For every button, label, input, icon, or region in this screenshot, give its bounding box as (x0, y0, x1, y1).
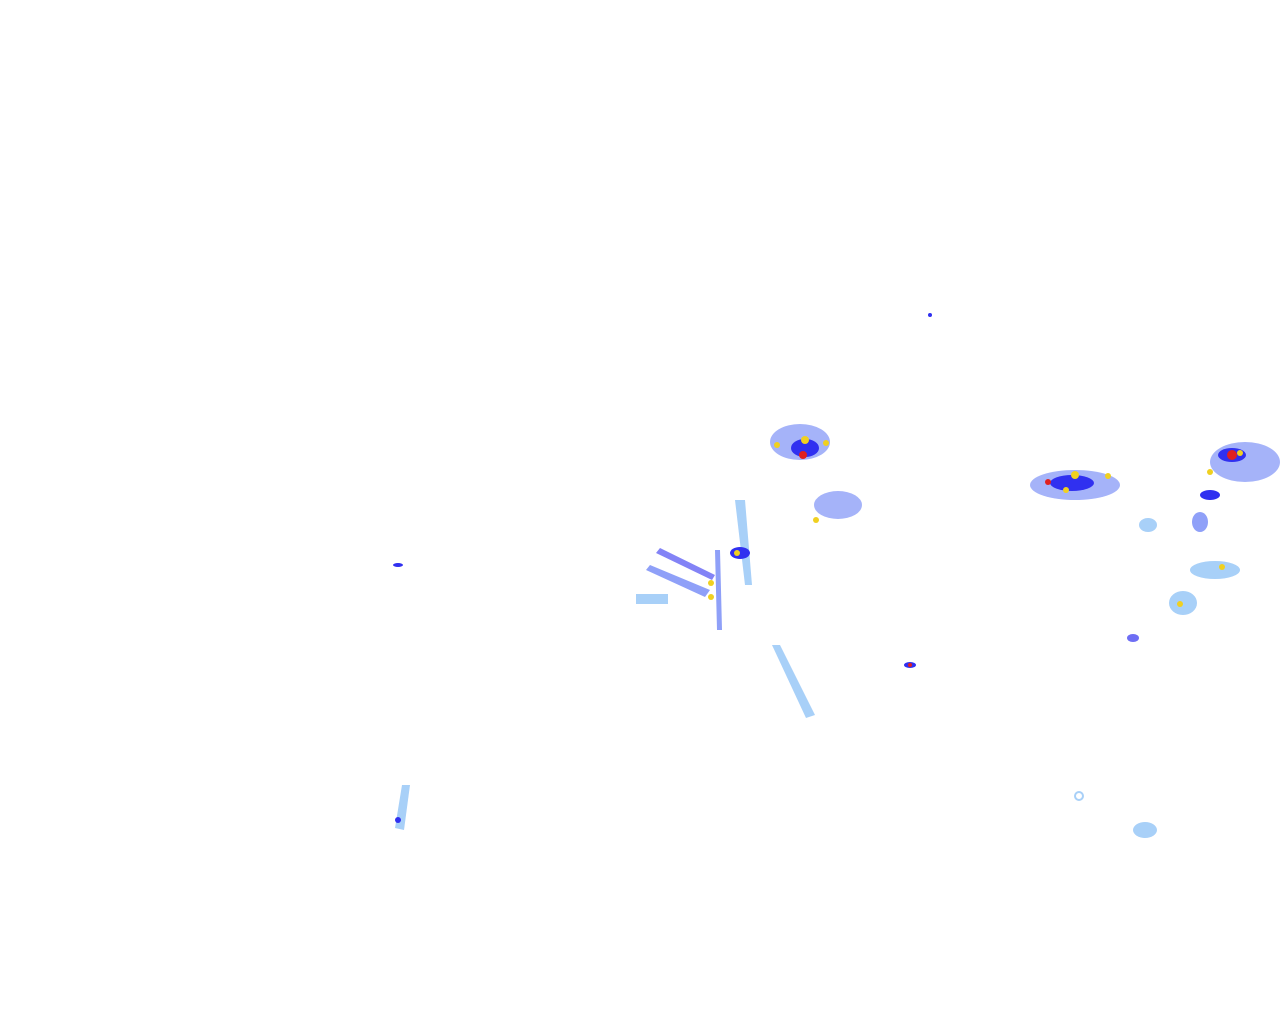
echo-cell-east (1030, 470, 1120, 500)
echo-cell-southeast (1074, 791, 1157, 838)
echo-cell-center (636, 491, 916, 718)
echo-cell-far-east (1127, 442, 1280, 642)
echo-cell-southwest (393, 313, 932, 830)
echo-cell-north-center (770, 424, 830, 460)
